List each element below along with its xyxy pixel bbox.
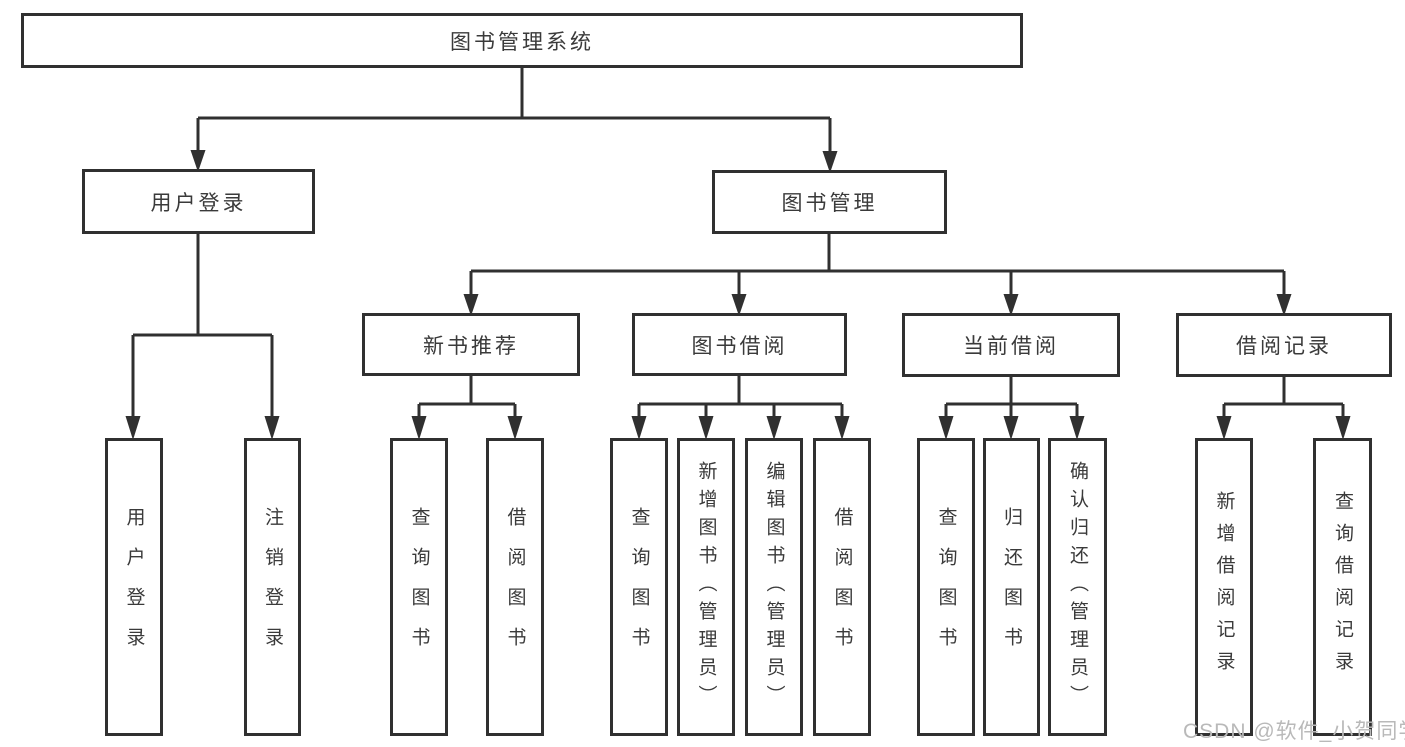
- node-borrow-records: 借阅记录: [1176, 313, 1392, 377]
- edge-current-borrow-branch: [946, 377, 1077, 406]
- leaf-label: 新增图书（管理员）: [695, 461, 717, 713]
- leaf-return-books: 归还图书: [983, 438, 1040, 736]
- node-label: 图书管理: [781, 192, 878, 215]
- leaf-query-books-borrowing: 查询图书: [610, 438, 668, 736]
- arrow-shafts-level3: [469, 271, 1286, 296]
- arrowhead-leaf: [834, 416, 850, 440]
- node-label: 用户登录: [150, 191, 247, 215]
- arrowhead-leaf: [938, 416, 954, 440]
- node-current-borrowing: 当前借阅: [902, 313, 1120, 377]
- leaf-label: 查询图书: [408, 507, 430, 667]
- leaf-confirm-return-admin: 确认归还（管理员）: [1048, 438, 1107, 736]
- arrowhead-leaf: [507, 416, 523, 440]
- arrow-shafts-leaves: [417, 404, 1345, 420]
- edge-book-mgmt-branch: [471, 234, 1284, 273]
- node-root-library-system: 图书管理系统: [21, 13, 1023, 68]
- node-label: 图书借阅: [691, 334, 788, 358]
- leaf-label: 归还图书: [1001, 507, 1022, 667]
- leaf-label: 新增借阅记录: [1213, 491, 1235, 683]
- leaf-label: 查询借阅记录: [1332, 491, 1353, 683]
- leaf-label: 注销登录: [262, 507, 283, 667]
- edge-borrow-records-branch: [1224, 377, 1343, 406]
- leaf-label: 查询图书: [935, 507, 957, 667]
- arrowhead-leaf: [1335, 416, 1351, 440]
- leaf-logout: 注销登录: [244, 438, 301, 736]
- arrow-shafts-user-login: [131, 335, 274, 420]
- leaf-query-books-recommend: 查询图书: [390, 438, 448, 736]
- arrowhead-leaf: [1069, 416, 1085, 440]
- leaf-borrow-books: 借阅图书: [813, 438, 871, 736]
- node-book-management: 图书管理: [712, 170, 947, 234]
- node-label: 图书管理系统: [450, 30, 594, 54]
- leaf-query-borrow-record: 查询借阅记录: [1313, 438, 1372, 736]
- edge-root-to-level2: [198, 68, 830, 120]
- leaf-label: 用户登录: [123, 507, 145, 667]
- arrow-shafts-level2: [196, 118, 832, 153]
- edge-new-book-branch: [419, 376, 515, 406]
- leaf-label: 查询图书: [628, 507, 650, 667]
- leaf-add-books-admin: 新增图书（管理员）: [677, 438, 735, 736]
- csdn-watermark: CSDN @软件_小贺同学: [1183, 720, 1405, 743]
- edge-book-borrow-branch: [639, 376, 842, 406]
- leaf-edit-books-admin: 编辑图书（管理员）: [745, 438, 803, 736]
- node-label: 借阅记录: [1236, 335, 1332, 358]
- leaf-label: 借阅图书: [504, 507, 526, 667]
- leaf-add-borrow-record: 新增借阅记录: [1195, 438, 1253, 736]
- arrowhead-leaf: [1003, 416, 1019, 440]
- leaf-label: 确认归还（管理员）: [1067, 461, 1088, 713]
- arrowhead-leaf: [411, 416, 427, 440]
- leaf-query-books-current: 查询图书: [917, 438, 975, 736]
- arrowhead-leaf: [1216, 416, 1232, 440]
- arrowhead-leaf: [766, 416, 782, 440]
- edge-user-login-branch: [133, 234, 272, 337]
- leaf-label: 编辑图书（管理员）: [763, 461, 785, 713]
- node-user-login: 用户登录: [82, 169, 315, 234]
- arrowhead-leaf: [264, 416, 280, 440]
- arrowhead-leaf: [698, 416, 714, 440]
- leaf-label: 借阅图书: [831, 507, 853, 667]
- node-label: 新书推荐: [423, 334, 519, 358]
- leaf-user-login: 用户登录: [105, 438, 163, 736]
- node-new-book-recommend: 新书推荐: [362, 313, 580, 376]
- node-book-borrowing: 图书借阅: [632, 313, 847, 376]
- leaf-borrow-books-recommend: 借阅图书: [486, 438, 544, 736]
- node-label: 当前借阅: [963, 335, 1059, 358]
- arrowhead-leaf: [631, 416, 647, 440]
- arrowhead-leaf: [125, 416, 141, 440]
